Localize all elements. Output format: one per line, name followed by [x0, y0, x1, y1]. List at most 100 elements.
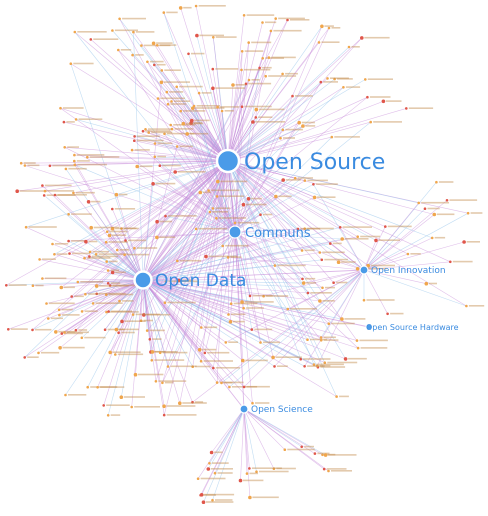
hub-node-open-data[interactable]	[133, 270, 153, 290]
leaf-node[interactable]	[73, 159, 76, 163]
leaf-node[interactable]	[133, 246, 136, 250]
leaf-node[interactable]	[181, 121, 186, 126]
leaf-node[interactable]	[424, 281, 429, 286]
hub-node-open-innovation[interactable]	[359, 265, 369, 275]
leaf-node[interactable]	[195, 33, 199, 38]
leaf-node[interactable]	[38, 258, 41, 261]
leaf-node[interactable]	[211, 86, 215, 91]
leaf-node[interactable]	[83, 256, 86, 260]
leaf-node[interactable]	[132, 30, 135, 34]
leaf-node[interactable]	[273, 365, 276, 368]
leaf-node[interactable]	[69, 62, 73, 65]
leaf-node[interactable]	[176, 259, 179, 263]
leaf-node[interactable]	[110, 226, 115, 231]
leaf-node[interactable]	[59, 106, 62, 110]
leaf-node[interactable]	[248, 467, 251, 470]
leaf-node[interactable]	[323, 361, 327, 365]
leaf-node[interactable]	[150, 359, 154, 362]
leaf-node[interactable]	[162, 413, 166, 417]
leaf-node[interactable]	[274, 17, 278, 20]
leaf-node[interactable]	[312, 363, 316, 366]
leaf-node[interactable]	[228, 385, 231, 389]
leaf-node[interactable]	[300, 445, 304, 449]
leaf-node[interactable]	[114, 327, 119, 332]
leaf-node[interactable]	[145, 329, 149, 332]
leaf-node[interactable]	[105, 260, 108, 263]
leaf-node[interactable]	[5, 284, 8, 287]
leaf-node[interactable]	[273, 264, 277, 267]
leaf-node[interactable]	[42, 194, 46, 197]
leaf-node[interactable]	[111, 29, 114, 32]
leaf-node[interactable]	[105, 293, 108, 297]
leaf-node[interactable]	[247, 78, 251, 82]
leaf-node[interactable]	[45, 302, 48, 305]
leaf-node[interactable]	[153, 63, 156, 67]
leaf-node[interactable]	[80, 336, 84, 340]
leaf-node[interactable]	[23, 356, 27, 359]
leaf-node[interactable]	[43, 189, 47, 193]
leaf-node[interactable]	[423, 207, 427, 210]
leaf-node[interactable]	[281, 178, 286, 182]
leaf-node[interactable]	[130, 148, 134, 152]
leaf-node[interactable]	[220, 109, 224, 113]
leaf-node[interactable]	[54, 330, 58, 334]
leaf-node[interactable]	[58, 346, 62, 350]
leaf-node[interactable]	[118, 299, 121, 303]
leaf-node[interactable]	[70, 295, 73, 298]
leaf-node[interactable]	[356, 235, 360, 238]
leaf-node[interactable]	[212, 36, 215, 39]
leaf-node[interactable]	[164, 280, 168, 283]
leaf-node[interactable]	[139, 319, 143, 323]
leaf-node[interactable]	[281, 128, 285, 132]
leaf-node[interactable]	[283, 448, 287, 452]
leaf-node[interactable]	[73, 163, 77, 167]
leaf-node[interactable]	[326, 77, 329, 80]
leaf-node[interactable]	[317, 41, 321, 44]
leaf-node[interactable]	[226, 256, 230, 259]
leaf-node[interactable]	[41, 277, 44, 280]
leaf-node[interactable]	[313, 452, 317, 455]
leaf-node[interactable]	[355, 339, 359, 342]
leaf-node[interactable]	[74, 118, 78, 121]
leaf-node[interactable]	[216, 105, 219, 109]
leaf-node[interactable]	[191, 400, 194, 404]
leaf-node[interactable]	[169, 123, 172, 127]
leaf-node[interactable]	[301, 277, 304, 281]
leaf-node[interactable]	[381, 99, 386, 104]
leaf-node[interactable]	[41, 184, 44, 187]
leaf-node[interactable]	[53, 253, 56, 256]
leaf-node[interactable]	[312, 195, 317, 200]
leaf-node[interactable]	[312, 183, 315, 186]
leaf-node[interactable]	[261, 21, 264, 24]
leaf-node[interactable]	[108, 284, 112, 287]
hub-label-open-innovation[interactable]: Open Innovation	[371, 266, 446, 276]
leaf-node[interactable]	[215, 381, 219, 384]
leaf-node[interactable]	[106, 282, 110, 285]
leaf-node[interactable]	[151, 41, 156, 46]
leaf-node[interactable]	[258, 66, 261, 70]
leaf-node[interactable]	[274, 194, 278, 199]
leaf-node[interactable]	[23, 164, 27, 167]
leaf-node[interactable]	[68, 252, 71, 255]
leaf-node[interactable]	[159, 80, 164, 85]
hub-node-communs[interactable]	[228, 225, 242, 239]
leaf-node[interactable]	[240, 300, 244, 304]
leaf-node[interactable]	[233, 221, 237, 225]
leaf-node[interactable]	[255, 470, 258, 474]
leaf-node[interactable]	[123, 253, 126, 257]
leaf-node[interactable]	[153, 142, 157, 145]
leaf-node[interactable]	[301, 124, 305, 128]
leaf-node[interactable]	[194, 227, 198, 231]
leaf-node[interactable]	[327, 26, 331, 30]
leaf-node[interactable]	[206, 467, 211, 471]
leaf-node[interactable]	[24, 225, 28, 229]
leaf-node[interactable]	[269, 29, 273, 33]
leaf-node[interactable]	[191, 106, 195, 110]
leaf-node[interactable]	[221, 244, 224, 248]
leaf-node[interactable]	[130, 405, 133, 409]
leaf-node[interactable]	[124, 239, 127, 242]
leaf-node[interactable]	[67, 239, 70, 243]
leaf-node[interactable]	[117, 48, 120, 52]
leaf-node[interactable]	[220, 381, 223, 385]
leaf-node[interactable]	[142, 313, 146, 317]
